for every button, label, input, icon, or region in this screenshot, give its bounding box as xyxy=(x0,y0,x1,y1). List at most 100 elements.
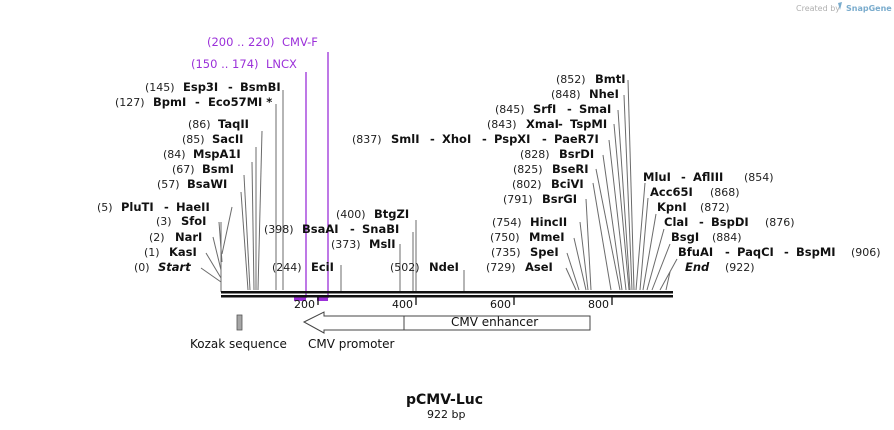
site-name-bpmi: BpmI xyxy=(153,95,186,109)
left-site-lines xyxy=(200,90,284,292)
site-name-bsrdi: BsrDI xyxy=(559,147,594,161)
site-name-smai: SmaI xyxy=(579,102,611,116)
site-name-bsmi: BsmI xyxy=(202,162,234,176)
primer-name-cmv-f: CMV-F xyxy=(282,35,318,49)
site-pos: (845) xyxy=(495,103,525,116)
site-name-bmti: BmtI xyxy=(595,72,626,86)
primer-name-lncx: LNCX xyxy=(266,57,297,71)
snapgene-logo-icon xyxy=(838,2,842,10)
site-pos: (906) xyxy=(851,246,881,259)
site-name-esp3i: Esp3I xyxy=(183,80,218,94)
site-name-nhei: NheI xyxy=(589,87,619,101)
site-pos: (145) xyxy=(145,81,175,94)
primer-range: (200 .. 220) xyxy=(207,35,275,49)
site-pos: (837) xyxy=(352,133,382,146)
right-low-site-labels: (729) AseI (735) SpeI (750) MmeI (754) H… xyxy=(486,147,594,274)
site-pos: (67) xyxy=(172,163,195,176)
site-name-nari: NarI xyxy=(175,230,202,244)
site-sep: - xyxy=(699,215,704,229)
site-sep: - xyxy=(195,95,200,109)
site-pos: (884) xyxy=(712,231,742,244)
site-name-paer7i: PaeR7I xyxy=(554,132,599,146)
site-pos: (872) xyxy=(700,201,730,214)
plasmid-length: 922 bp xyxy=(427,408,465,421)
site-pos: (86) xyxy=(188,118,211,131)
site-pos: (852) xyxy=(556,73,586,86)
plasmid-name: pCMV-Luc xyxy=(406,392,483,408)
feature-label-cmv-enhancer: CMV enhancer xyxy=(451,315,538,329)
site-name-pspxi: PspXI xyxy=(494,132,530,146)
site-pos: (85) xyxy=(182,133,205,146)
site-sep: - xyxy=(784,245,789,259)
site-sep: - xyxy=(558,117,563,131)
site-sep: - xyxy=(350,222,355,236)
site-name-sfoi: SfoI xyxy=(181,214,206,228)
primer-arrow-cmv-f xyxy=(317,297,328,301)
middle-site-lines xyxy=(340,220,465,292)
site-name-mmei: MmeI xyxy=(529,230,565,244)
primers: (200 .. 220) CMV-F (150 .. 174) LNCX xyxy=(191,35,329,301)
site-pos: (400) xyxy=(336,208,366,221)
site-sep: - xyxy=(228,80,233,94)
middle-site-labels: (244) EciI (398) BsaAI - SnaBI (373) Msl… xyxy=(264,207,459,274)
site-pos: (3) xyxy=(156,215,172,228)
ruler-tick-label: 600 xyxy=(490,298,511,311)
site-pos: (398) xyxy=(264,223,294,236)
site-name-bseri: BseRI xyxy=(552,162,589,176)
cmv-feature-arrow xyxy=(302,311,591,334)
site-pos: (502) xyxy=(390,261,420,274)
site-pos: (868) xyxy=(710,186,740,199)
site-name-sacii: SacII xyxy=(212,132,243,146)
site-name-mspa1i: MspA1I xyxy=(193,147,241,161)
site-name-bsrgi: BsrGI xyxy=(542,192,577,206)
site-name-btgzi: BtgZI xyxy=(374,207,409,221)
site-pos: (791) xyxy=(503,193,533,206)
site-sep: - xyxy=(482,132,487,146)
right-top-site-labels: (837) SmlI - XhoI - PspXI - PaeR7I (843)… xyxy=(352,72,626,146)
site-name-kpni: KpnI xyxy=(657,200,687,214)
site-name-ndei: NdeI xyxy=(429,260,459,274)
site-name-bsawi: BsaWI xyxy=(187,177,227,191)
primer-arrow-lncx xyxy=(294,297,306,301)
site-name-bsgi: BsgI xyxy=(671,230,699,244)
site-name-start: Start xyxy=(158,260,191,274)
site-name-tspmi: TspMI xyxy=(570,117,607,131)
site-pos: (876) xyxy=(765,216,795,229)
ruler-tick-label: 400 xyxy=(392,298,413,311)
ruler-tick-label: 800 xyxy=(588,298,609,311)
site-name-spei: SpeI xyxy=(530,245,559,259)
site-name-xmai: XmaI xyxy=(526,117,559,131)
site-name-bsaai: BsaAI xyxy=(302,222,339,236)
site-pos: (825) xyxy=(513,163,543,176)
site-sep: - xyxy=(681,170,686,184)
site-pos: (802) xyxy=(512,178,542,191)
site-sep: - xyxy=(164,200,169,214)
features: Kozak sequence CMV promoter CMV enhancer xyxy=(190,311,591,351)
site-name-afliii: AflIII xyxy=(693,170,723,184)
site-name-mlui: MluI xyxy=(643,170,671,184)
site-name-ecii: EciI xyxy=(311,260,334,274)
site-pos: (244) xyxy=(272,261,302,274)
site-pos: (848) xyxy=(551,88,581,101)
site-name-end: End xyxy=(685,260,710,274)
kozak-feature xyxy=(236,314,243,331)
site-pos: (57) xyxy=(157,178,180,191)
feature-label-cmv-promoter: CMV promoter xyxy=(308,337,395,351)
backbone xyxy=(221,291,673,298)
site-pos: (5) xyxy=(97,201,113,214)
site-name-xhoi: XhoI xyxy=(442,132,471,146)
site-sep: - xyxy=(725,245,730,259)
feature-label-kozak: Kozak sequence xyxy=(190,337,287,351)
site-name-bspmi: BspMI xyxy=(796,245,836,259)
site-name-bcivi: BciVI xyxy=(551,177,584,191)
site-name-taqii: TaqII xyxy=(218,117,249,131)
site-name-acc65i: Acc65I xyxy=(650,185,693,199)
site-name-smli: SmlI xyxy=(391,132,420,146)
site-name-bspdi: BspDI xyxy=(711,215,749,229)
site-pos: (754) xyxy=(492,216,522,229)
site-sep: - xyxy=(542,132,547,146)
site-name-eco57mi: Eco57MI * xyxy=(208,95,272,109)
site-name-msli: MslI xyxy=(369,237,396,251)
site-pos: (750) xyxy=(490,231,520,244)
site-pos: (0) xyxy=(134,261,150,274)
